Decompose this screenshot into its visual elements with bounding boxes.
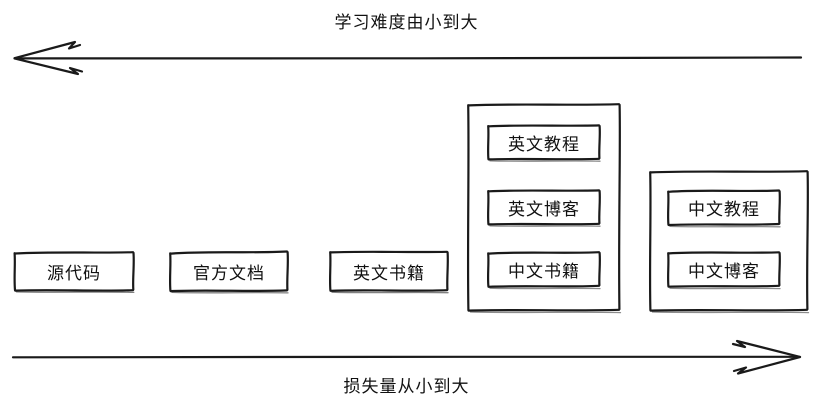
group-1-item-2-label: 英文博客: [508, 199, 580, 220]
group-1-item-box-3: [486, 251, 601, 290]
group-2-item-1-label: 中文教程: [688, 199, 760, 220]
node-1[interactable]: 源代码: [14, 252, 134, 291]
group-box-2: [648, 170, 810, 314]
group-box-1: [466, 103, 622, 314]
group-1-item-2[interactable]: 英文博客: [488, 190, 600, 224]
group-1-item-box-1: [487, 124, 601, 162]
bottom-axis-label: 损失量从小到大: [343, 377, 470, 397]
group-1-item-box-2: [487, 189, 601, 227]
group-2-item-1[interactable]: 中文教程: [668, 190, 780, 224]
group-2-item-2-label: 中文博客: [688, 261, 760, 282]
node-1-label: 源代码: [47, 264, 101, 284]
group-2-item-box-1: [667, 189, 781, 228]
group-1-item-1-label: 英文教程: [508, 134, 580, 155]
node-box-1: [13, 251, 135, 294]
node-2-label: 官方文档: [193, 264, 265, 284]
node-2[interactable]: 官方文档: [170, 252, 288, 291]
node-box-2: [168, 250, 289, 294]
top-axis-arrow: [13, 40, 803, 76]
top-axis-label: 学习难度由小到大: [334, 13, 479, 33]
node-3-label: 英文书籍: [353, 264, 425, 284]
node-3[interactable]: 英文书籍: [330, 252, 448, 291]
node-box-3: [328, 250, 449, 294]
group-1-item-3[interactable]: 中文书籍: [488, 252, 600, 286]
group-1-item-1[interactable]: 英文教程: [488, 125, 600, 159]
group-1-item-3-label: 中文书籍: [508, 261, 580, 282]
bottom-axis-arrow: [11, 339, 802, 375]
group-2-item-2[interactable]: 中文博客: [668, 252, 780, 286]
group-2-item-box-2: [667, 251, 781, 290]
